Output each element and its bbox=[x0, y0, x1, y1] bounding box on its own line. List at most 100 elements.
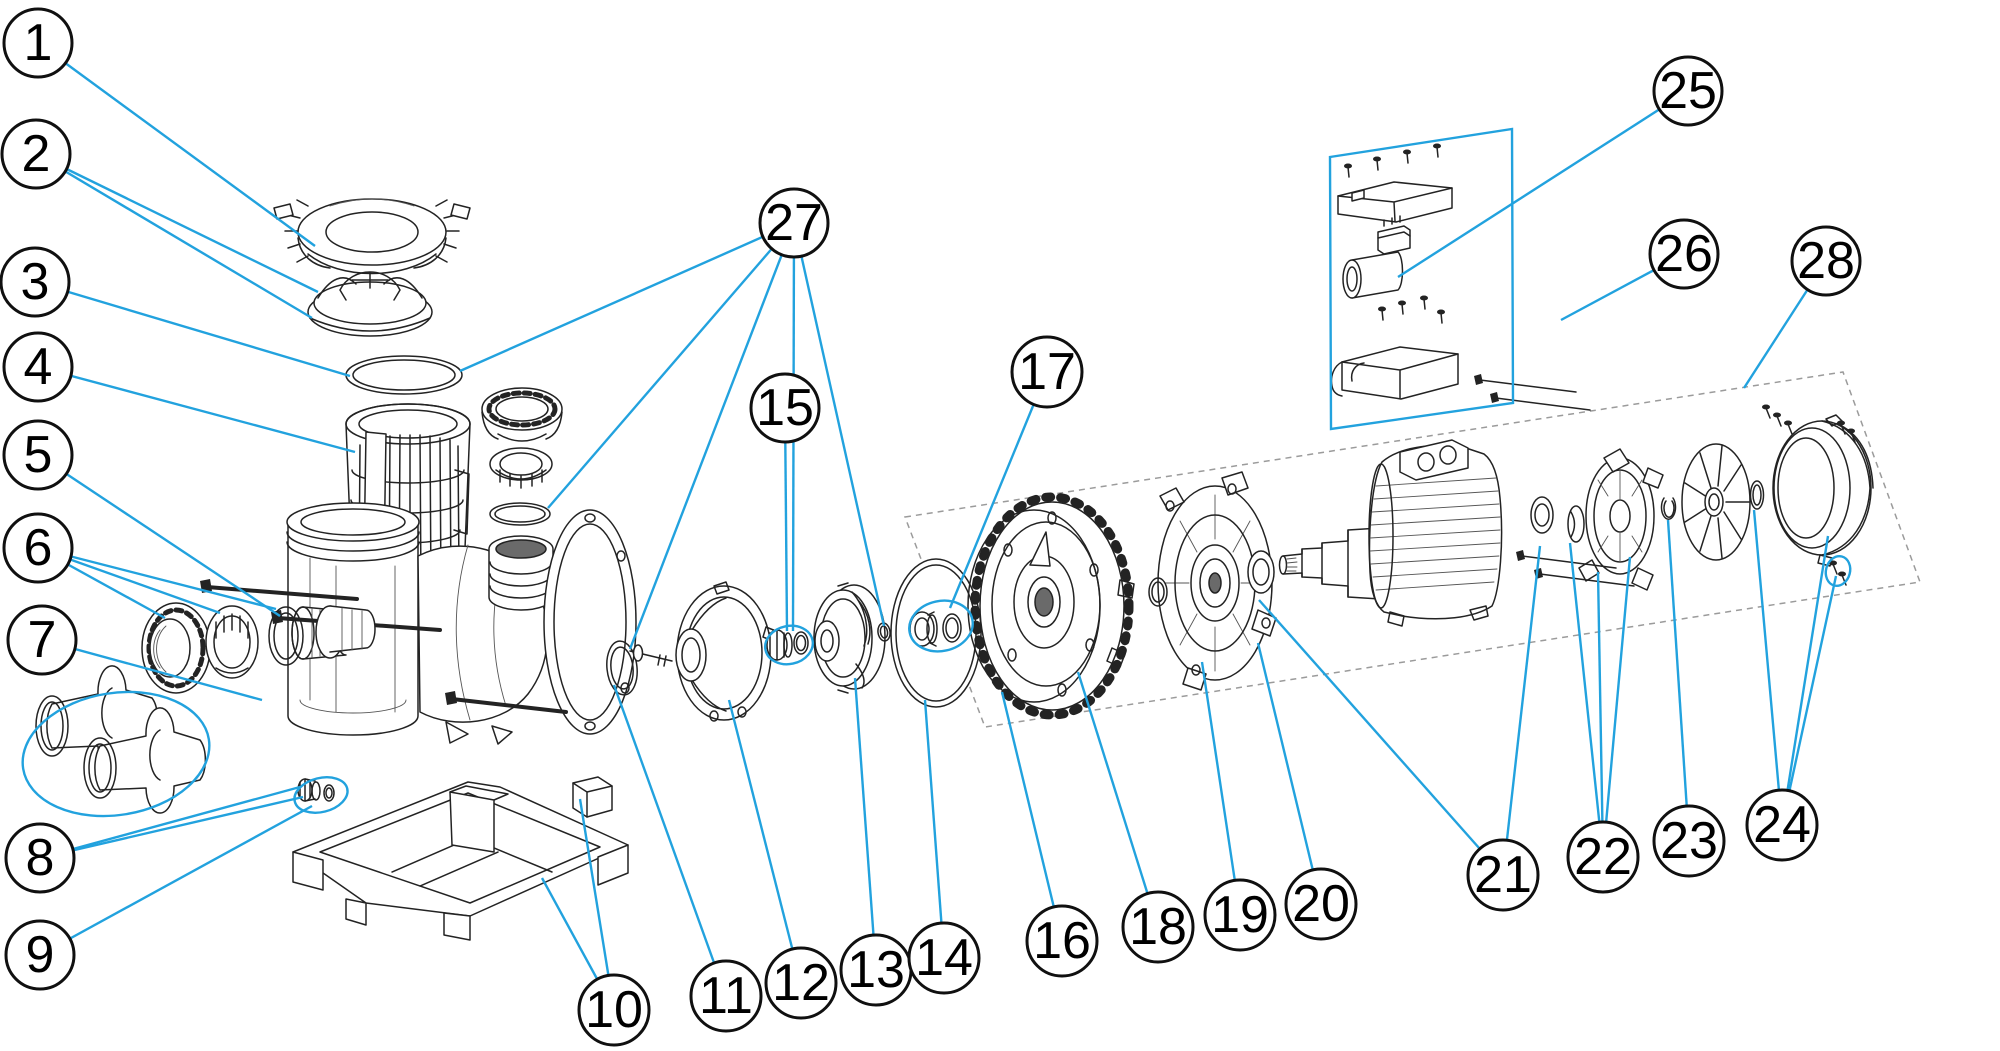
volute-o-ring bbox=[606, 640, 638, 696]
callout-11: 11 bbox=[689, 959, 763, 1033]
hose-adapters-group-ellipse bbox=[21, 690, 211, 818]
capacitor bbox=[1342, 251, 1404, 299]
svg-text:23: 23 bbox=[1660, 812, 1718, 870]
leader-line-25 bbox=[1397, 89, 1689, 279]
callout-8: 8 bbox=[4, 822, 76, 894]
highlight-layer bbox=[21, 127, 1852, 818]
leader-line-23 bbox=[1666, 519, 1691, 842]
svg-text:10: 10 bbox=[585, 981, 643, 1039]
svg-text:1: 1 bbox=[24, 14, 53, 72]
union-cap-small bbox=[489, 447, 553, 489]
leader-line-8 bbox=[39, 795, 304, 860]
callout-26: 26 bbox=[1648, 218, 1720, 290]
callout-6: 6 bbox=[2, 512, 74, 584]
callout-25: 25 bbox=[1652, 55, 1724, 127]
discharge-port bbox=[488, 535, 554, 611]
terminal-box-base bbox=[1330, 346, 1459, 400]
callout-5: 5 bbox=[2, 419, 74, 491]
mechanical-seal bbox=[766, 629, 809, 661]
leader-line-19 bbox=[1200, 661, 1242, 916]
cover-screws-top bbox=[1344, 143, 1441, 178]
svg-text:20: 20 bbox=[1292, 875, 1350, 933]
svg-text:8: 8 bbox=[26, 829, 55, 887]
impeller-screw bbox=[629, 644, 673, 667]
leader-line-2 bbox=[35, 152, 313, 320]
svg-text:5: 5 bbox=[24, 426, 53, 484]
rear-end-bracket bbox=[1578, 448, 1664, 591]
motor-fan bbox=[1681, 443, 1751, 561]
svg-text:16: 16 bbox=[1033, 912, 1091, 970]
contactor bbox=[1377, 215, 1411, 255]
callout-15: 15 bbox=[749, 372, 821, 444]
union-o-ring bbox=[268, 606, 304, 666]
svg-text:14: 14 bbox=[915, 929, 973, 987]
svg-text:21: 21 bbox=[1474, 846, 1532, 904]
callout-10: 10 bbox=[577, 973, 651, 1047]
electrical-parts-box bbox=[1328, 127, 1515, 431]
leader-line-22 bbox=[1601, 556, 1632, 858]
union-sleeve bbox=[205, 605, 259, 679]
leader-line-24 bbox=[1780, 535, 1830, 826]
cover-screws-group-ellipse bbox=[1824, 554, 1852, 588]
cover-screws-mid bbox=[1378, 295, 1445, 324]
leader-line-21 bbox=[1258, 599, 1504, 876]
svg-text:27: 27 bbox=[765, 194, 823, 252]
leader-line-13 bbox=[853, 677, 878, 971]
callout-17: 17 bbox=[1010, 335, 1084, 409]
svg-text:15: 15 bbox=[756, 379, 814, 437]
svg-text:7: 7 bbox=[28, 611, 57, 669]
svg-text:22: 22 bbox=[1574, 828, 1632, 886]
leader-line-21 bbox=[1501, 545, 1542, 876]
svg-text:28: 28 bbox=[1797, 232, 1855, 290]
callout-23: 23 bbox=[1652, 804, 1726, 878]
leader-line-9 bbox=[39, 804, 313, 957]
pump-lid bbox=[307, 271, 433, 337]
wave-washer bbox=[1567, 505, 1585, 543]
callout-16: 16 bbox=[1025, 904, 1099, 978]
svg-text:2: 2 bbox=[22, 125, 51, 183]
fan-cover-o-ring bbox=[1749, 480, 1765, 510]
leader-line-6 bbox=[37, 546, 277, 611]
callout-1: 1 bbox=[2, 7, 74, 79]
callout-13: 13 bbox=[839, 933, 913, 1007]
svg-text:18: 18 bbox=[1129, 898, 1187, 956]
leader-line-8 bbox=[39, 785, 301, 860]
seal-seat-group-ellipse bbox=[908, 599, 974, 653]
leader-line-11 bbox=[612, 684, 728, 997]
leader-line-24 bbox=[1780, 575, 1838, 826]
drain-plug-group-ellipse bbox=[293, 776, 349, 814]
leader-line-14 bbox=[923, 699, 946, 959]
leader-line-27 bbox=[628, 222, 796, 650]
leader-line-27 bbox=[547, 222, 795, 509]
seal-seat bbox=[909, 611, 962, 647]
svg-text:3: 3 bbox=[21, 253, 50, 311]
leader-line-18 bbox=[1076, 671, 1160, 928]
leader-line-27 bbox=[459, 221, 795, 373]
svg-text:13: 13 bbox=[847, 941, 905, 999]
cap-o-ring bbox=[489, 502, 551, 526]
svg-text:25: 25 bbox=[1659, 62, 1717, 120]
svg-text:9: 9 bbox=[26, 926, 55, 984]
locking-ring bbox=[273, 198, 471, 275]
callout-12: 12 bbox=[764, 946, 838, 1020]
svg-text:12: 12 bbox=[772, 954, 830, 1012]
mechanical-seal-group-ellipse bbox=[763, 624, 815, 666]
leader-line-17 bbox=[948, 371, 1049, 609]
leader-line-7 bbox=[41, 638, 263, 702]
svg-text:4: 4 bbox=[24, 338, 53, 396]
callout-7: 7 bbox=[6, 604, 78, 676]
svg-text:6: 6 bbox=[24, 519, 53, 577]
leader-line-22 bbox=[1596, 571, 1605, 858]
rear-bearing bbox=[1530, 496, 1554, 534]
callout-9: 9 bbox=[4, 919, 76, 991]
callout-4: 4 bbox=[2, 331, 74, 403]
union-nut bbox=[141, 602, 211, 694]
leader-line-16 bbox=[1000, 691, 1064, 942]
leader-line-5 bbox=[37, 454, 281, 617]
leader-line-22 bbox=[1568, 542, 1605, 858]
union-cap-large bbox=[481, 387, 563, 442]
lid-o-ring bbox=[345, 355, 463, 395]
svg-text:26: 26 bbox=[1655, 225, 1713, 283]
